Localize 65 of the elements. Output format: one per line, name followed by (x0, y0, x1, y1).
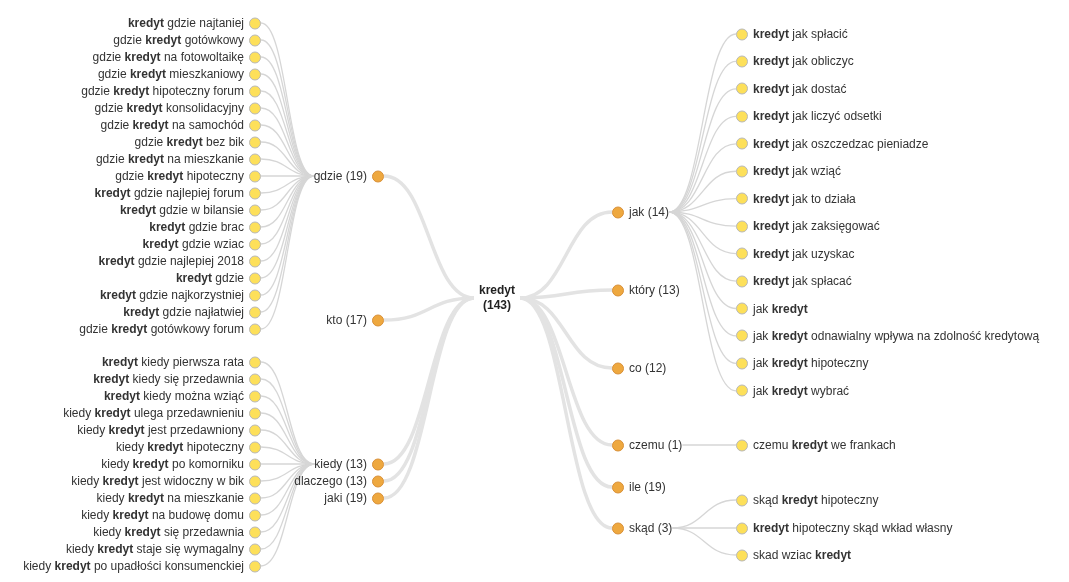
keyword-text: co (12) (629, 360, 667, 376)
keyword-text: gdzie kredyt hipoteczny forum (81, 83, 244, 99)
keyword-text: dlaczego (13) (294, 473, 367, 489)
keyword-text: jak kredyt odnawialny wpływa na zdolność kredytową (753, 328, 1040, 344)
keyword-text: kredyt jak oszczedzac pieniadze (753, 136, 929, 152)
keyword-text: kredyt kiedy się przedawnia (93, 371, 244, 387)
keyword-text: gdzie kredyt mieszkaniowy (97, 66, 244, 82)
keyword-text: kiedy kredyt hipoteczny (115, 439, 244, 455)
keyword-text: kiedy kredyt staje się wymagalny (65, 541, 244, 557)
keyword-text: kredyt gdzie najłatwiej (123, 304, 244, 320)
keyword-text: kredyt hipoteczny skąd wkład własny (753, 520, 953, 536)
keyword-text: kredyt jak liczyć odsetki (753, 108, 882, 124)
keyword-text: kredyt jak spłacać (753, 273, 852, 289)
keyword-text: kiedy kredyt jest widoczny w bik (71, 473, 244, 489)
keyword-text: kto (17) (326, 312, 367, 328)
keyword-text: gdzie kredyt hipoteczny (115, 168, 244, 184)
keyword-text: jaki (19) (324, 490, 367, 506)
keyword-text: kredyt gdzie wziac (142, 236, 244, 252)
keyword-text: gdzie kredyt na fotowoltaikę (92, 49, 244, 65)
keyword-text: kredyt gdzie brac (149, 219, 244, 235)
keyword-text: kiedy kredyt jest przedawniony (77, 422, 244, 438)
keyword-text: jak kredyt wybrać (753, 383, 850, 399)
keyword-text: kredyt jak wziąć (753, 163, 842, 179)
keyword-text: kiedy kredyt na mieszkanie (96, 490, 244, 506)
keyword-text: kiedy kredyt po komorniku (101, 456, 244, 472)
keyword-text: ile (19) (629, 479, 666, 495)
keyword-text: który (13) (629, 282, 680, 298)
keyword-text: kredyt gdzie najlepiej forum (94, 185, 244, 201)
keyword-text: kredyt gdzie (175, 270, 244, 286)
keyword-text: gdzie kredyt bez bik (134, 134, 244, 150)
keyword-text: gdzie kredyt gotówkowy forum (79, 321, 244, 337)
keyword-text: kredyt jak zaksięgować (753, 218, 880, 234)
keyword-text: kredyt kiedy można wziąć (103, 388, 244, 404)
connector-line (260, 463, 315, 567)
root-keyword: kredyt (143) (478, 283, 516, 313)
keyword-text: gdzie (19) (313, 168, 367, 184)
keyword-text: kredyt gdzie najlepiej 2018 (98, 253, 244, 269)
keyword-text: skąd kredyt hipoteczny (753, 492, 879, 508)
keyword-text: kredyt jak uzyskac (753, 246, 855, 262)
keyword-text: jak kredyt (753, 301, 808, 316)
keyword-text: kiedy kredyt na budowę domu (81, 507, 244, 523)
keyword-text: kiedy kredyt się przedawnia (93, 524, 244, 540)
keyword-text: kredyt jak obliczyc (753, 53, 854, 69)
keyword-text: kredyt gdzie w bilansie (119, 202, 244, 218)
keyword-text: kiedy kredyt po upadłości konsumenckiej (23, 558, 244, 574)
keyword-text: kredyt jak dostać (753, 81, 847, 97)
keyword-text: kiedy kredyt ulega przedawnieniu (63, 405, 244, 421)
connector-line (671, 527, 737, 556)
keyword-text: czemu kredyt we frankach (753, 437, 896, 453)
keyword-text: kiedy (13) (314, 456, 367, 472)
connector-line (668, 211, 737, 227)
keyword-text: kredyt kiedy pierwsza rata (101, 354, 244, 370)
keyword-text: kredyt jak spłacić (753, 26, 848, 42)
keyword-text: kredyt gdzie najtaniej (127, 15, 244, 31)
keyword-text: jak (14) (629, 204, 669, 220)
keyword-text: czemu (1) (629, 437, 683, 453)
keyword-text: gdzie kredyt gotówkowy (113, 32, 244, 48)
keyword-text: gdzie kredyt na mieszkanie (95, 151, 244, 167)
keyword-text: kredyt jak to działa (753, 191, 856, 207)
keyword-text: skąd (3) (629, 520, 673, 536)
keyword-text: skad wziac kredyt (753, 547, 852, 563)
keyword-text: jak kredyt hipoteczny (753, 355, 869, 371)
keyword-text: kredyt gdzie najkorzystniej (99, 287, 244, 303)
keyword-text: gdzie kredyt konsolidacyjny (94, 100, 244, 116)
keyword-text: gdzie kredyt na samochód (100, 117, 244, 133)
